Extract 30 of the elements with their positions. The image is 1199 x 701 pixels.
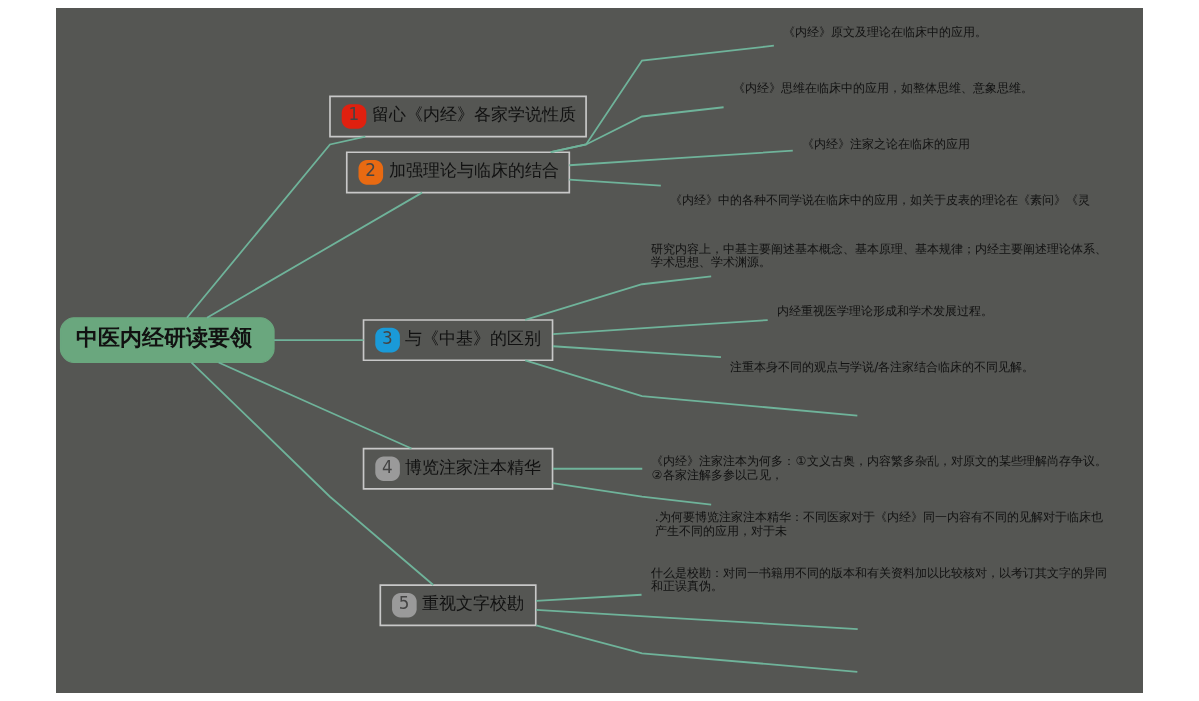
connector (273, 339, 365, 342)
connector (568, 149, 794, 167)
node-box: 3 与《中基》的区别 (362, 319, 554, 362)
node-text: 《内经》注家注本为何多：①文义古奥，内容繁多杂乱，对原文的某些理解尚存争议。②各家注解多参以己见， (651, 454, 1107, 482)
connector (524, 275, 713, 321)
connector (552, 345, 722, 359)
connector (535, 624, 859, 673)
node-box: 4 博览注家注本精华 (362, 447, 554, 490)
connector (568, 178, 662, 187)
connector (535, 608, 859, 630)
connector (206, 191, 424, 319)
node-box: 中医内经研读要领 (59, 317, 275, 364)
node-text: 《内经》注家之论在临床的应用 (801, 136, 970, 151)
node-box: 1 留心《内经》各家学说性质 (329, 95, 587, 138)
node-text: 注重本身不同的观点与学说/各注家结合临床的不同见解。 (730, 360, 1035, 375)
node-text: 《内经》原文及理论在临床中的应用。 (782, 24, 987, 39)
node-box: 2 加强理论与临床的结合 (345, 151, 571, 194)
connector (552, 467, 644, 470)
connector (190, 361, 435, 586)
connector (549, 44, 775, 154)
connector (549, 106, 725, 154)
node-box: 5 重视文字校勘 (379, 584, 537, 627)
connector (524, 359, 859, 417)
connector (552, 319, 769, 335)
connector (217, 361, 413, 450)
connector (186, 135, 367, 319)
connector (551, 482, 713, 506)
node-text: 《内经》思维在临床中的应用，如整体思维、意象思维。 (732, 80, 1033, 95)
connector (535, 593, 643, 602)
node-text: 内经重视医学理论形成和学术发展过程。 (776, 304, 993, 319)
